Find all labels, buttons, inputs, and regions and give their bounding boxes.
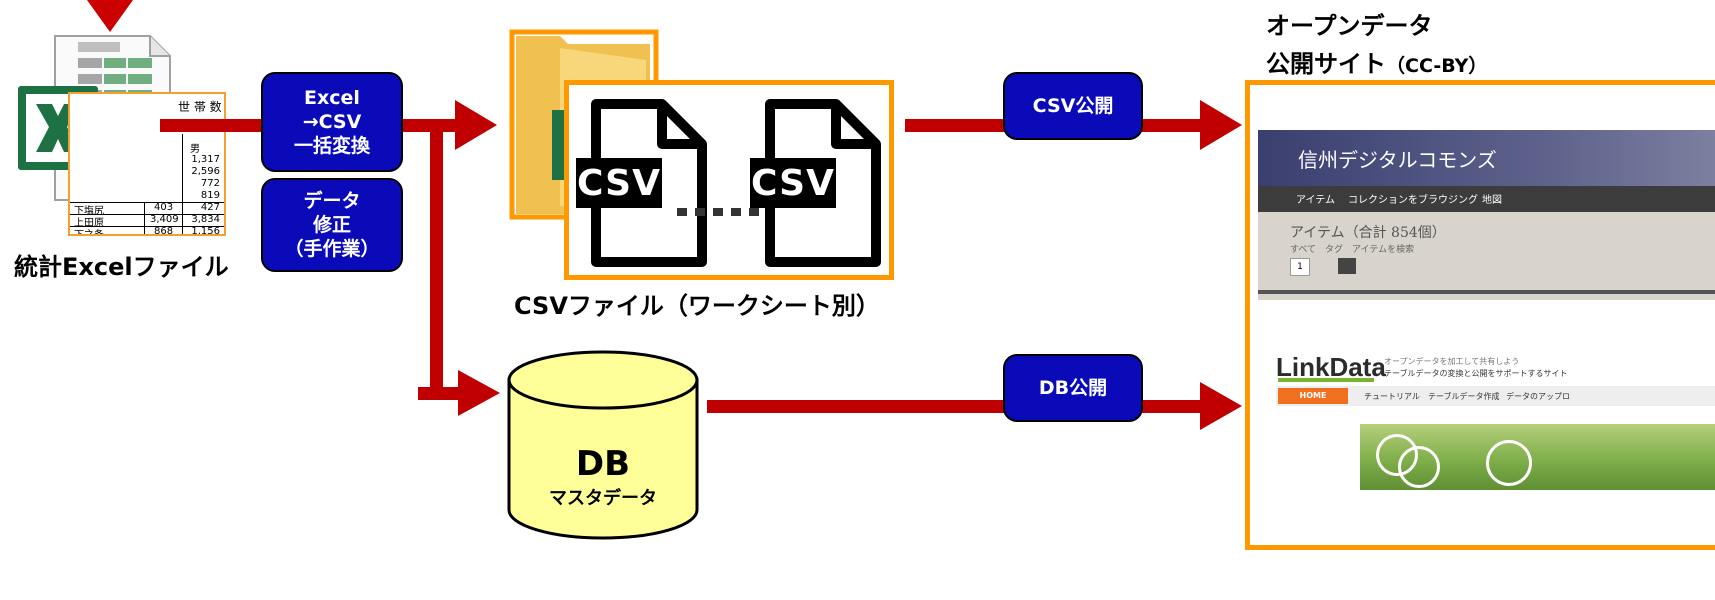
csv-label: CSV [750,158,836,208]
commons-nav-item[interactable]: コレクションをブラウジング [1348,195,1478,206]
database-icon [507,350,699,540]
linkdata-nav-item[interactable]: チュートリアル [1364,392,1420,401]
commons-site-name: 信州デジタルコモンズ [1298,148,1497,172]
convert-step-box[interactable]: Excel →CSV 一括変換 [261,72,403,172]
sheet-value: 1,317 [191,154,220,165]
manual-fix-step-box[interactable]: データ 修正 （手作業） [261,178,403,272]
sheet-cell: 427 [200,202,220,213]
csv-label: CSV [576,158,662,208]
linkdata-nav-home[interactable]: HOME [1278,388,1348,404]
linkdata-tagline: テーブルデータの変換と公開をサポートするサイト [1384,369,1568,378]
linkdata-nav-item[interactable]: テーブルデータ作成 [1428,392,1500,401]
marker-triangle [87,0,133,32]
commons-nav-item[interactable]: 地図 [1482,195,1502,206]
sheet-col-header: 男 [190,144,200,155]
arrow-excel-to-convert [160,119,262,132]
commons-go-button[interactable] [1338,258,1356,274]
linkdata-tagline: オープンデータを加工して共有しよう [1384,357,1520,366]
excel-caption: 統計Excelファイル [14,253,229,281]
commons-nav-item[interactable]: アイテム [1296,195,1335,206]
arrow-db-to-portal [1200,382,1242,430]
csv-caption: CSVファイル（ワークシート別） [514,292,880,320]
portal-title-text: 公開サイト [1266,50,1386,78]
sheet-row-name: 上田原 [74,218,104,229]
commons-heading: アイテム（合計 854個） [1290,225,1446,241]
sheet-value: 772 [200,178,220,189]
commons-site-screenshot[interactable]: 信州デジタルコモンズ アイテム コレクションをブラウジング 地図 アイテム（合計… [1258,130,1715,300]
sheet-header: 世 帯 数 [178,100,222,114]
linkdata-site-screenshot[interactable]: LinkData オープンデータを加工して共有しよう テーブルデータの変換と公開… [1276,350,1715,490]
commons-filters[interactable]: すべて タグ アイテムを検索 [1290,245,1415,255]
commons-page-input[interactable]: 1 [1290,258,1310,276]
portal-title-line1: オープンデータ [1266,12,1433,40]
sheet-row-name: 下之条 [74,230,104,236]
sheet-preview: 世 帯 数 男 1,317 2,596 772 819 下塩尻 403 427 … [68,92,226,236]
sheet-value: 2,596 [191,166,220,177]
csv-publish-box[interactable]: CSV公開 [1003,72,1143,140]
linkdata-logo: LinkData [1276,352,1386,382]
arrow-to-db [458,370,500,416]
sheet-cell: 1,156 [191,226,220,236]
arrow-branch [430,119,443,400]
sheet-cell: 3,409 [150,214,179,225]
sheet-cell: 868 [154,226,174,236]
sheet-row-name: 下塩尻 [74,206,104,217]
arrow-to-csv [455,100,497,150]
linkdata-nav-item[interactable]: データのアップロ [1506,392,1570,401]
db-subtitle: マスタデータ [549,488,657,509]
sheet-value: 819 [200,190,220,201]
arrow-csv-to-portal [1200,100,1242,150]
db-title: DB [575,444,631,484]
sheet-cell: 3,834 [191,214,220,225]
sheet-cell: 403 [154,202,174,213]
portal-title-line2: 公開サイト（CC-BY） [1266,44,1487,79]
db-publish-box[interactable]: DB公開 [1003,354,1143,422]
portal-license: （CC-BY） [1386,55,1488,77]
